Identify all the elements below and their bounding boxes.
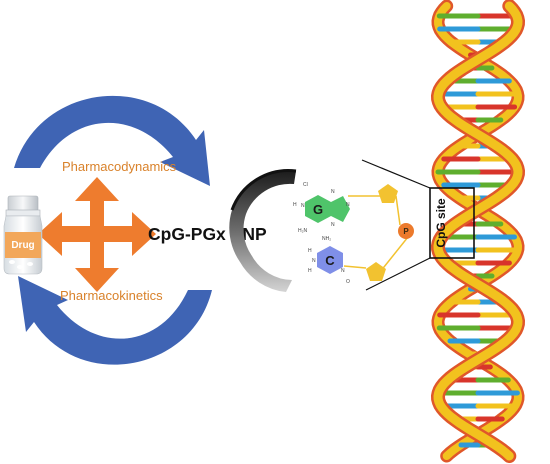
cpg-site-box: CpG site [429,187,475,259]
ring-arrow-icon [229,169,297,292]
guanine-ring [305,195,331,223]
zoom-line-bottom [365,257,431,291]
c-atom-1: NH₂ [322,236,331,242]
c-atom-2: H [308,248,312,254]
cpg-site-label: CpG site [434,198,448,248]
g-atom-7: H₂N [298,228,308,234]
g-atom-1: Cl [303,182,308,188]
guanine-label: G [313,202,323,217]
g-atom-5: N [346,202,350,208]
base-pair-molecule: G Cl H N N N N H₂N C NH₂ H N H N O P [293,182,414,285]
sugar-top [378,184,398,203]
g-atom-3: N [301,203,305,209]
phosphate-circle [398,223,414,239]
g-atom-4: N [331,189,335,195]
c-atom-6: O [346,279,350,285]
c-atom-5: N [341,268,345,274]
sugar-bottom [366,262,386,281]
curved-arrow-bottom-icon [18,276,212,365]
g-atom-6: N [331,222,335,228]
dna-strand-front [433,1,523,461]
cytosine-ring [317,246,343,274]
c-atom-3: N [312,258,316,264]
phosphate-label: P [403,227,409,236]
cytosine-label: C [325,253,335,268]
pharmacokinetics-label: Pharmacokinetics [60,288,163,303]
c-atom-4: H [308,268,312,274]
drug-bottle-icon: Drug [3,195,43,275]
curved-arrow-top-icon [14,95,210,186]
pharmacodynamics-label: Pharmacodynamics [62,159,177,174]
zoom-line-top [361,159,431,189]
cross-arrow-icon [38,177,156,292]
dna-helix-icon [430,0,526,463]
g-atom-2: H [293,202,297,208]
center-label: CpG-PGx SNP [148,224,267,244]
drug-label: Drug [11,240,34,251]
